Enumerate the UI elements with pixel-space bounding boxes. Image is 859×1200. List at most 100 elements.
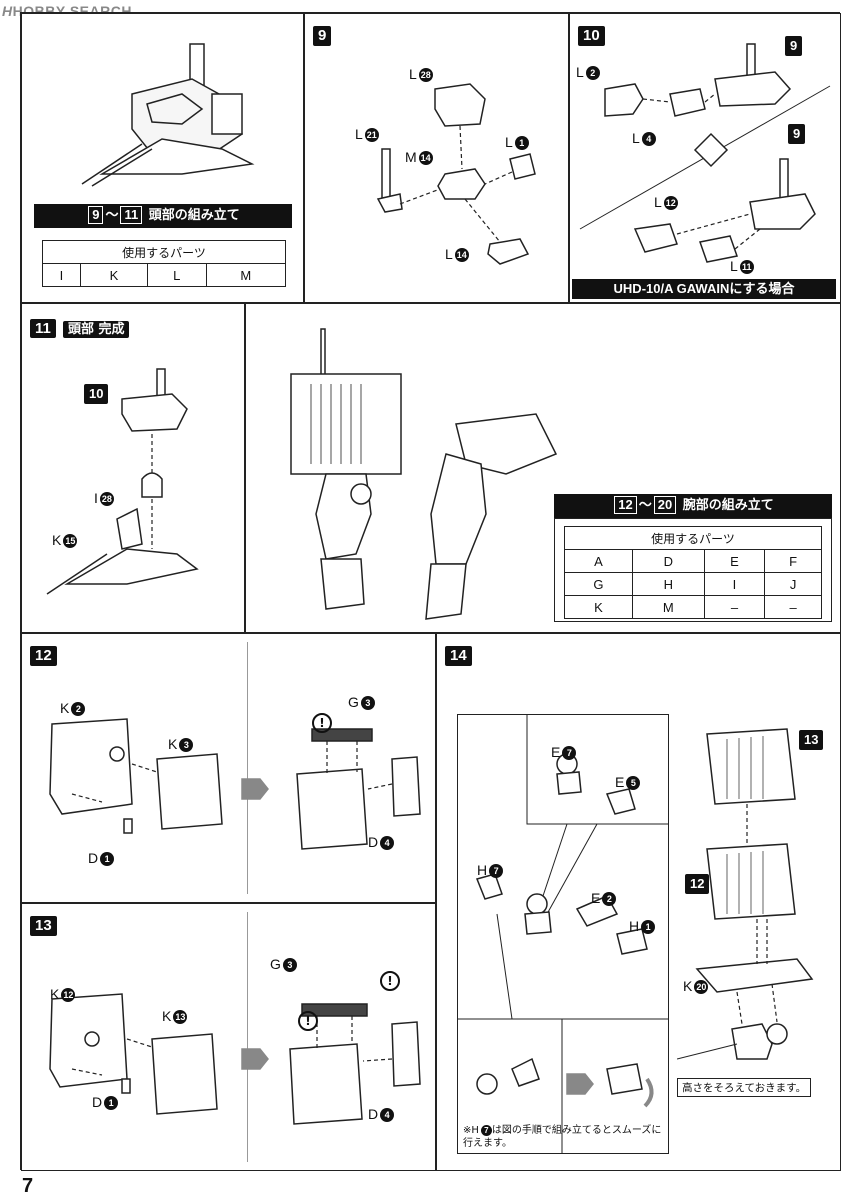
part-cell: – — [764, 595, 822, 619]
title-step-to: 11 — [120, 206, 143, 224]
step-12-illustration — [49, 718, 421, 850]
title-sep: ～ — [105, 208, 119, 223]
part-cell: J — [764, 572, 822, 596]
part-cell: L — [146, 263, 207, 287]
step-13-illustration — [49, 993, 421, 1125]
step-11-illustration — [46, 368, 199, 595]
ref-step-9: 9 — [788, 124, 806, 144]
part-cell: M — [631, 595, 705, 619]
height-alignment-note: 高さをそろえておきます。 — [677, 1078, 812, 1097]
part-cell: I — [703, 572, 766, 596]
title-text: 頭部の組み立て — [148, 208, 240, 223]
step-11-header: 11 頭部 完成 — [30, 318, 130, 339]
page-number: 7 — [22, 1175, 34, 1197]
step-14-subassembly-illustration — [457, 714, 669, 1154]
step-number: 10 — [578, 26, 605, 46]
panel-arm-overview: 12～20 腕部の組み立て 使用するパーツ A D E F G H I J K … — [245, 303, 841, 633]
step-number: 11 — [30, 319, 56, 338]
title-step-from: 9 — [88, 206, 104, 224]
step-14-main-illustration — [677, 728, 814, 1060]
arm-complete-illustration — [290, 328, 558, 620]
ref-step-13: 13 — [799, 730, 824, 750]
part-cell: F — [764, 549, 822, 573]
ref-step-9: 9 — [785, 36, 803, 56]
panel-step-14: 14 — [436, 633, 841, 1171]
gawain-variant-caption: UHD-10/A GAWAINにする場合 — [572, 279, 836, 299]
title-step-to: 20 — [653, 496, 677, 514]
part-cell: M — [205, 263, 287, 287]
part-cell: K — [564, 595, 633, 619]
step-divider — [247, 642, 248, 894]
part-cell: I — [42, 263, 81, 287]
parts-header: 使用するパーツ — [564, 526, 822, 550]
instruction-page: 9～11 頭部の組み立て 使用するパーツ I K L M 9 — [20, 12, 841, 1171]
step-title: 頭部 完成 — [62, 321, 130, 338]
ref-step-10: 10 — [84, 384, 109, 404]
ref-step-12: 12 — [685, 874, 710, 894]
caution-icon: ! — [312, 712, 332, 733]
parts-header: 使用するパーツ — [42, 240, 286, 264]
step-number: 13 — [30, 916, 57, 936]
part-cell: E — [703, 549, 766, 573]
step-number: 9 — [313, 26, 332, 46]
head-complete-illustration — [81, 43, 255, 187]
title-text: 腕部の組み立て — [682, 498, 774, 513]
step-number: 12 — [30, 646, 57, 666]
caution-icon: ! — [298, 1010, 318, 1031]
arm-parts-table: 使用するパーツ A D E F G H I J K M – – — [564, 526, 822, 619]
step-9-illustration — [376, 83, 536, 265]
sub-assembly-box — [457, 714, 669, 1154]
step-10-illustration — [579, 43, 831, 263]
arm-assembly-title: 12～20 腕部の組み立て — [554, 494, 832, 518]
head-parts-table: 使用するパーツ I K L M — [42, 240, 287, 287]
part-cell: H — [631, 572, 705, 596]
step-divider — [247, 912, 248, 1162]
head-assembly-title: 9～11 頭部の組み立て — [34, 204, 292, 228]
title-step-from: 12 — [614, 496, 637, 514]
part-cell: – — [703, 595, 766, 619]
watermark-logo: H — [2, 3, 13, 19]
panel-head-assembly: 9～11 頭部の組み立て 使用するパーツ I K L M — [21, 13, 304, 303]
step-number: 14 — [445, 646, 472, 666]
part-cell: K — [79, 263, 148, 287]
arm-parts-frame — [554, 518, 832, 622]
part-cell: D — [631, 549, 705, 573]
part-cell: G — [564, 572, 633, 596]
part-cell: A — [564, 549, 633, 573]
title-sep: ～ — [638, 498, 652, 513]
caution-icon: ! — [380, 970, 400, 991]
